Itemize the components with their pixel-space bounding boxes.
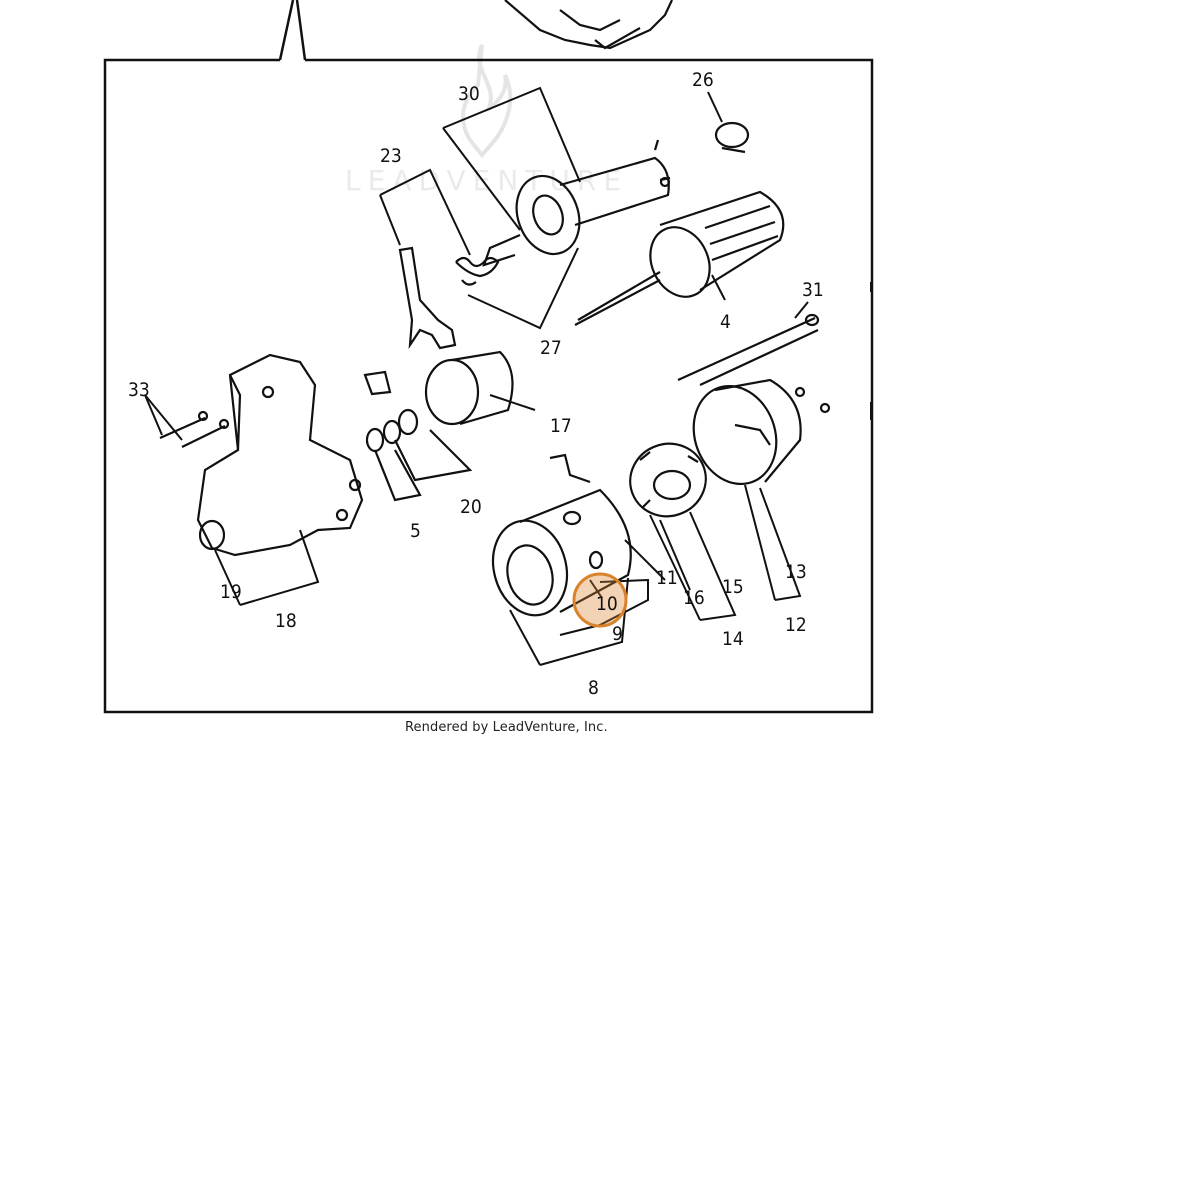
cap-part	[714, 121, 750, 154]
render-credit-caption: Rendered by LeadVenture, Inc.	[405, 720, 608, 735]
callout-30[interactable]: 30	[458, 83, 480, 105]
callout-33[interactable]: 33	[128, 379, 150, 401]
field-frame-part	[491, 453, 632, 617]
callout-31[interactable]: 31	[802, 279, 824, 301]
leader-lines	[144, 86, 809, 666]
callout-16[interactable]: 16	[683, 587, 705, 609]
drive-housing-part	[196, 353, 364, 557]
pinion-clutch-part	[363, 350, 514, 426]
leadventure-watermark: LEADVENTURE	[345, 44, 621, 197]
spring-part	[455, 256, 500, 286]
through-bolts-part	[677, 313, 820, 386]
callout-10[interactable]: 10	[596, 593, 618, 615]
callout-15[interactable]: 15	[722, 576, 744, 598]
brush-holder-part	[629, 442, 707, 518]
callout-13[interactable]: 13	[785, 561, 807, 583]
solenoid-part	[482, 139, 671, 267]
callout-19[interactable]: 19	[220, 581, 242, 603]
armature-part	[574, 190, 785, 326]
callout-11[interactable]: 11	[656, 567, 678, 589]
selected-callout-highlight	[572, 572, 628, 628]
callout-23[interactable]: 23	[380, 145, 402, 167]
end-cover-part	[692, 378, 831, 486]
callout-27[interactable]: 27	[540, 337, 562, 359]
callout-12[interactable]: 12	[785, 614, 807, 636]
callout-9[interactable]: 9	[612, 623, 623, 645]
callout-labels: 30 26 23 27 4 31 33 17 20 5 19 18 11 16 …	[128, 69, 824, 699]
callout-17[interactable]: 17	[550, 415, 572, 437]
callout-18[interactable]: 18	[275, 610, 297, 632]
callout-20[interactable]: 20	[460, 496, 482, 518]
fork-lever-part	[398, 246, 457, 350]
washers-part	[365, 408, 473, 502]
upper-assembly-fragment	[504, 0, 673, 50]
callout-4[interactable]: 4	[720, 311, 731, 333]
callout-5[interactable]: 5	[410, 520, 421, 542]
diagram-frame	[103, 0, 874, 714]
callout-26[interactable]: 26	[692, 69, 714, 91]
callout-8[interactable]: 8	[588, 677, 599, 699]
callout-14[interactable]: 14	[722, 628, 744, 650]
bolts-part	[159, 410, 230, 448]
